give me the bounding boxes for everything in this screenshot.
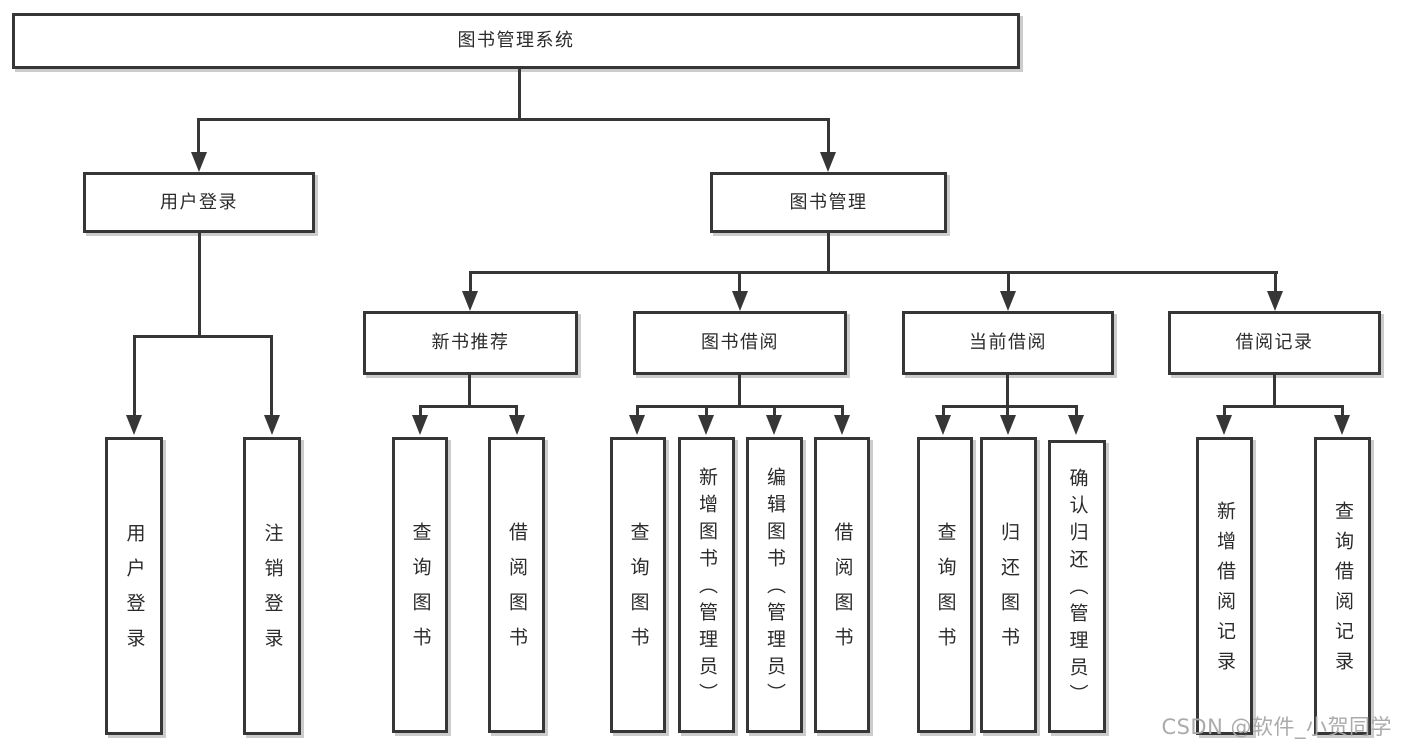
connector-line (469, 271, 1278, 274)
csdn-watermark: CSDN @软件_小贺同学 (1161, 715, 1392, 739)
node-label: 确认归还（管理员） (1066, 468, 1089, 711)
arrow-down-icon (264, 415, 280, 435)
node-new-book-recommend: 新书推荐 (363, 311, 578, 375)
leaf-confirm-return-admin: 确认归还（管理员） (1048, 440, 1106, 733)
node-label: 新增图书（管理员） (696, 466, 718, 710)
connector-line (636, 405, 844, 408)
node-label: 借阅记录 (1235, 332, 1314, 353)
connector-line (468, 374, 471, 407)
arrow-down-icon (191, 152, 207, 172)
connector-line (1006, 374, 1009, 407)
node-book-borrow: 图书借阅 (633, 311, 847, 375)
leaf-user-login: 用户登录 (105, 437, 163, 735)
node-label: 借阅图书 (506, 522, 528, 662)
leaf-query-book-2: 查询图书 (610, 437, 666, 733)
connector-line (515, 405, 518, 417)
arrow-down-icon (509, 415, 525, 435)
connector-line (738, 271, 741, 293)
node-label: 查询图书 (627, 522, 650, 662)
node-label: 当前借阅 (969, 332, 1047, 353)
connector-line (1274, 271, 1277, 293)
node-borrow-records: 借阅记录 (1168, 311, 1381, 375)
arrow-down-icon (1000, 291, 1016, 311)
node-label: 查询图书 (409, 522, 432, 662)
connector-line (419, 405, 518, 408)
node-label: 查询借阅记录 (1332, 500, 1354, 681)
arrow-down-icon (126, 415, 142, 435)
leaf-return-book: 归还图书 (980, 437, 1037, 733)
leaf-borrow-book-1: 借阅图书 (488, 437, 545, 733)
connector-line (197, 118, 200, 154)
arrow-down-icon (834, 415, 850, 435)
node-label: 图书管理系统 (457, 30, 575, 51)
arrow-down-icon (1000, 415, 1016, 435)
connector-line (270, 335, 273, 417)
arrow-down-icon (732, 291, 748, 311)
connector-line (942, 405, 945, 417)
connector-line (133, 335, 273, 338)
node-label: 编辑图书（管理员） (764, 466, 786, 710)
connector-line (942, 405, 1078, 408)
leaf-borrow-book-2: 借阅图书 (814, 437, 870, 733)
connector-line (705, 405, 708, 417)
node-label: 新增借阅记录 (1214, 500, 1236, 681)
arrow-down-icon (698, 415, 714, 435)
arrow-down-icon (1216, 415, 1232, 435)
connector-line (1223, 405, 1226, 417)
leaf-add-borrow-record: 新增借阅记录 (1196, 437, 1253, 735)
connector-line (469, 271, 472, 293)
connector-line (1007, 271, 1010, 293)
connector-line (419, 405, 422, 417)
arrow-down-icon (412, 415, 428, 435)
connector-line (1075, 405, 1078, 417)
leaf-add-book-admin: 新增图书（管理员） (678, 437, 735, 733)
node-book-management: 图书管理 (710, 172, 947, 233)
connector-line (738, 374, 741, 407)
node-label: 归还图书 (998, 522, 1020, 662)
node-label: 新书推荐 (431, 332, 510, 353)
leaf-query-book-1: 查询图书 (392, 437, 448, 733)
arrow-down-icon (935, 415, 951, 435)
connector-line (841, 405, 844, 417)
node-label: 用户登录 (123, 523, 146, 663)
leaf-query-book-3: 查询图书 (917, 437, 973, 733)
leaf-edit-book-admin: 编辑图书（管理员） (746, 437, 803, 733)
connector-line (198, 233, 201, 337)
leaf-logout: 注销登录 (243, 437, 301, 735)
node-label: 用户登录 (160, 191, 238, 213)
arrow-down-icon (766, 415, 782, 435)
connector-line (1273, 374, 1276, 407)
arrow-down-icon (1068, 415, 1084, 435)
node-label: 借阅图书 (831, 522, 854, 662)
connector-line (198, 118, 830, 121)
arrow-down-icon (462, 291, 478, 311)
connector-line (773, 405, 776, 417)
node-current-borrow: 当前借阅 (902, 311, 1114, 375)
connector-line (133, 335, 136, 417)
connector-line (1223, 405, 1344, 408)
leaf-query-borrow-record: 查询借阅记录 (1314, 437, 1371, 735)
arrow-down-icon (629, 415, 645, 435)
arrow-down-icon (820, 152, 836, 172)
node-label: 查询图书 (934, 522, 957, 662)
node-label: 注销登录 (261, 523, 284, 663)
arrow-down-icon (1267, 291, 1283, 311)
connector-line (827, 118, 830, 154)
connector-line (827, 233, 830, 273)
node-user-login: 用户登录 (83, 172, 315, 233)
node-label: 图书管理 (789, 191, 868, 213)
node-label: 图书借阅 (701, 332, 779, 353)
node-library-system: 图书管理系统 (12, 13, 1020, 69)
connector-line (1006, 405, 1009, 417)
connector-line (1341, 405, 1344, 417)
connector-line (636, 405, 639, 417)
connector-line (518, 69, 521, 120)
arrow-down-icon (1334, 415, 1350, 435)
